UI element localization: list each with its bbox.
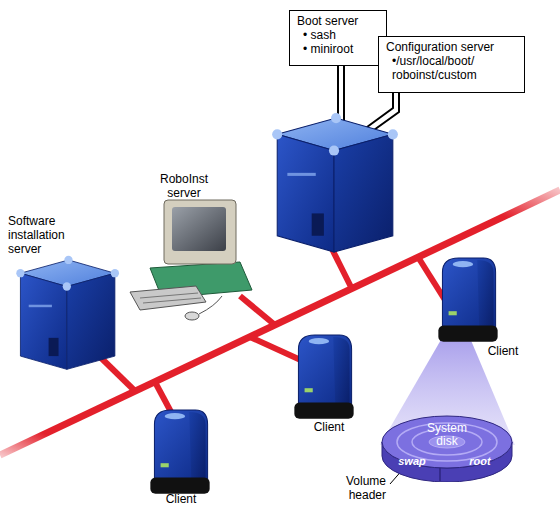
disk-top xyxy=(382,416,512,468)
server-label: RoboInst server xyxy=(152,172,216,200)
keyboard xyxy=(130,286,206,310)
mouse-cord xyxy=(199,296,222,314)
callout-item: • miniroot xyxy=(297,42,379,56)
callout-box: Configuration server•/usr/local/boot/ ro… xyxy=(378,36,525,93)
callout-label: Volume header xyxy=(330,474,386,502)
server-label: Software installation server xyxy=(8,214,80,256)
callout-box: Boot server• sash• miniroot xyxy=(289,10,387,66)
client-computer xyxy=(294,335,353,419)
disk-partition: swap xyxy=(390,455,434,468)
client-computer xyxy=(150,410,209,494)
roboinst-workstation xyxy=(130,200,252,320)
disk-partition: root xyxy=(458,455,502,468)
system-disk: System disk swap root xyxy=(380,412,514,482)
disk-title: System disk xyxy=(420,422,474,448)
mouse xyxy=(185,312,199,320)
monitor-case xyxy=(164,200,236,264)
boot-server-cube xyxy=(272,113,398,252)
client-label: Client xyxy=(156,492,206,506)
software-server-cube xyxy=(16,256,119,370)
client-label: Client xyxy=(304,420,354,434)
monitor-screen xyxy=(172,207,226,251)
callout-title: Boot server xyxy=(297,14,379,28)
callout-title: Configuration server xyxy=(386,40,517,54)
client-computer xyxy=(438,258,497,342)
keyboard-keys xyxy=(140,293,198,298)
callout-item: •/usr/local/boot/ roboinst/custom xyxy=(386,54,517,82)
partition-divider xyxy=(439,467,441,481)
network-branch xyxy=(240,296,275,325)
network-branch xyxy=(418,257,445,300)
callout-item: • sash xyxy=(297,28,379,42)
client-label: Client xyxy=(478,344,528,358)
network-branch xyxy=(250,337,305,362)
keyboard-keys xyxy=(143,298,201,303)
